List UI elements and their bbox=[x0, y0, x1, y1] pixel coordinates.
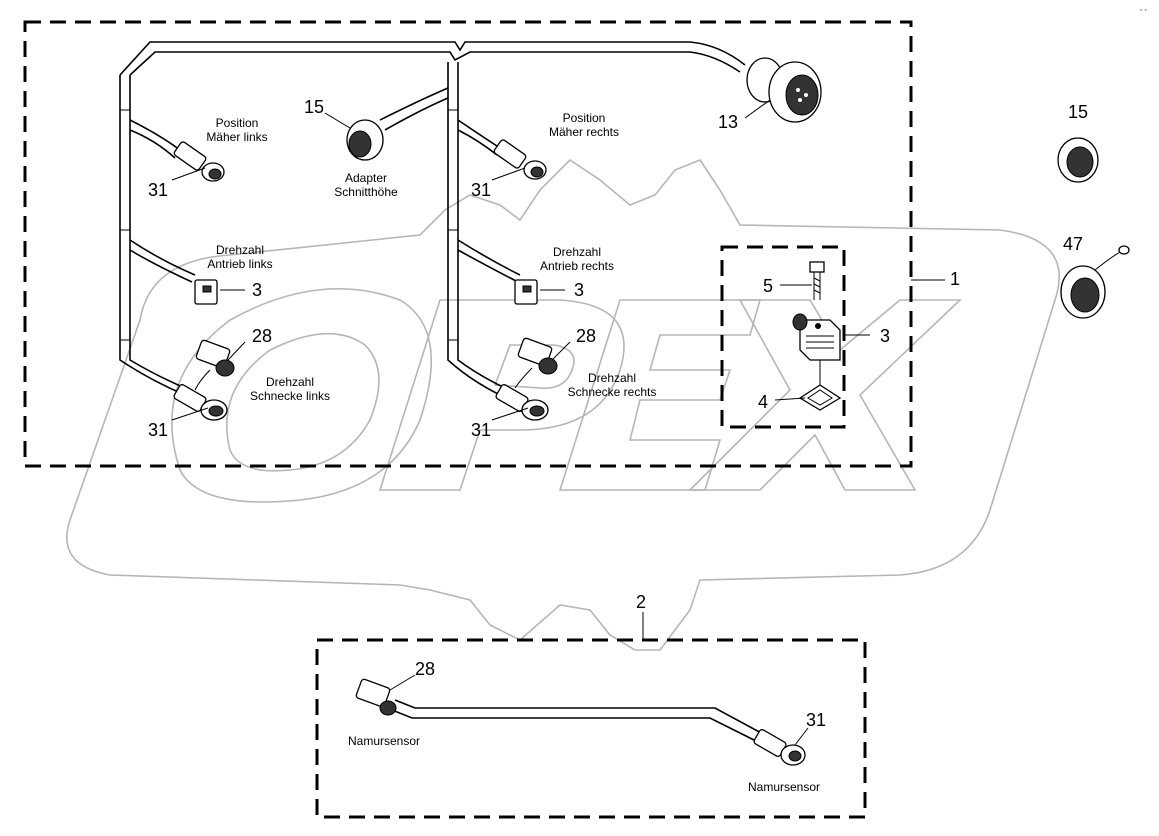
connector-31-position-rechts bbox=[493, 139, 547, 180]
label-drehzahl-antrieb-links-1: Drehzahl bbox=[216, 243, 264, 257]
label-drehzahl-schnecke-rechts-2: Schnecke rechts bbox=[568, 385, 657, 399]
adapter-connector-15 bbox=[346, 119, 384, 161]
callout-47: 47 bbox=[1063, 234, 1083, 254]
cap-47 bbox=[1060, 245, 1130, 319]
label-drehzahl-antrieb-rechts-1: Drehzahl bbox=[553, 245, 601, 259]
callout-3-links: 3 bbox=[252, 280, 262, 300]
connector-31-schnecke-links bbox=[173, 384, 228, 421]
callout-28-namur: 28 bbox=[415, 659, 435, 679]
callout-3-rechts: 3 bbox=[574, 280, 584, 300]
label-drehzahl-schnecke-rechts-1: Drehzahl bbox=[588, 371, 636, 385]
round-plug-connector-13 bbox=[746, 57, 822, 123]
callout-3-detail: 3 bbox=[880, 326, 890, 346]
label-drehzahl-schnecke-links-2: Schnecke links bbox=[250, 389, 330, 403]
connector-15-loose bbox=[1057, 137, 1099, 183]
connector-31-schnecke-rechts bbox=[495, 384, 549, 421]
callout-15-adapter: 15 bbox=[304, 97, 324, 117]
seal-4 bbox=[798, 384, 842, 411]
label-namursensor-left: Namursensor bbox=[348, 734, 420, 748]
callout-2: 2 bbox=[636, 592, 646, 612]
sensor-plug-3-detail bbox=[792, 313, 841, 385]
callout-31-schnecke-rechts: 31 bbox=[471, 420, 491, 440]
leader-lines bbox=[171, 99, 945, 746]
callout-5: 5 bbox=[763, 276, 773, 296]
callout-31-schnecke-links: 31 bbox=[148, 420, 168, 440]
label-position-rechts-1: Position bbox=[563, 111, 606, 125]
sensor-plug-3-rechts bbox=[514, 279, 538, 305]
harness-group-box bbox=[23, 20, 913, 468]
screw-5 bbox=[809, 261, 825, 300]
wire-harness bbox=[119, 41, 746, 396]
callout-1: 1 bbox=[950, 269, 960, 289]
namur-cable-box bbox=[315, 638, 867, 819]
sensor-detail-box bbox=[720, 245, 846, 429]
label-drehzahl-antrieb-rechts-2: Antrieb rechts bbox=[540, 259, 614, 273]
label-adapter-1: Adapter bbox=[345, 171, 387, 185]
connector-31-position-links bbox=[173, 141, 225, 182]
callout-31-position-rechts: 31 bbox=[471, 180, 491, 200]
namur-cable bbox=[355, 678, 806, 766]
callout-28-rechts: 28 bbox=[576, 326, 596, 346]
callout-13: 13 bbox=[718, 112, 738, 132]
label-drehzahl-schnecke-links-1: Drehzahl bbox=[266, 375, 314, 389]
connector-28-links bbox=[194, 339, 235, 391]
callout-28-links: 28 bbox=[252, 326, 272, 346]
label-drehzahl-antrieb-links-2: Antrieb links bbox=[207, 257, 272, 271]
page-corner-mark: ▪ ▪ bbox=[1140, 7, 1147, 14]
label-position-links-1: Position bbox=[216, 116, 259, 130]
label-position-links-2: Mäher links bbox=[206, 130, 267, 144]
callout-4: 4 bbox=[758, 392, 768, 412]
callout-31-position-links: 31 bbox=[148, 180, 168, 200]
label-adapter-2: Schnitthöhe bbox=[334, 185, 398, 199]
sensor-plug-3-links bbox=[194, 279, 218, 305]
callout-15-loose: 15 bbox=[1068, 102, 1088, 122]
callout-31-namur: 31 bbox=[806, 710, 826, 730]
label-position-rechts-2: Mäher rechts bbox=[549, 125, 619, 139]
connector-28-rechts bbox=[514, 337, 558, 389]
label-namursensor-right: Namursensor bbox=[748, 780, 820, 794]
